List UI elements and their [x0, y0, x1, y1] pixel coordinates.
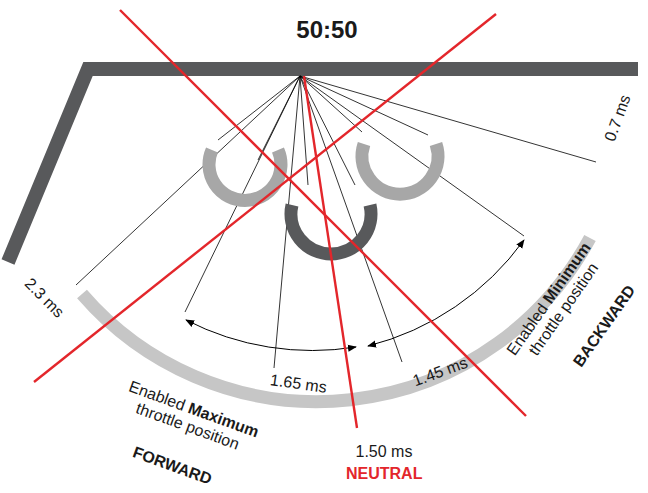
- throttle-range-band: [82, 238, 590, 402]
- mount-bracket: [8, 69, 638, 262]
- pulse-width-label: 1.50 ms: [354, 443, 415, 461]
- pulse-width-label: 0.7 ms: [600, 91, 635, 146]
- pulse-width-label: 2.3 ms: [19, 273, 69, 323]
- leader-lines: [76, 76, 596, 368]
- range-arrows: [186, 240, 524, 351]
- diagram-title: 50:50: [296, 16, 357, 44]
- direction-label: NEUTRAL: [344, 465, 424, 483]
- red-cross: [34, 10, 526, 428]
- pulse-width-label: 1.45 ms: [408, 353, 472, 391]
- direction-label: FORWARD: [128, 443, 215, 490]
